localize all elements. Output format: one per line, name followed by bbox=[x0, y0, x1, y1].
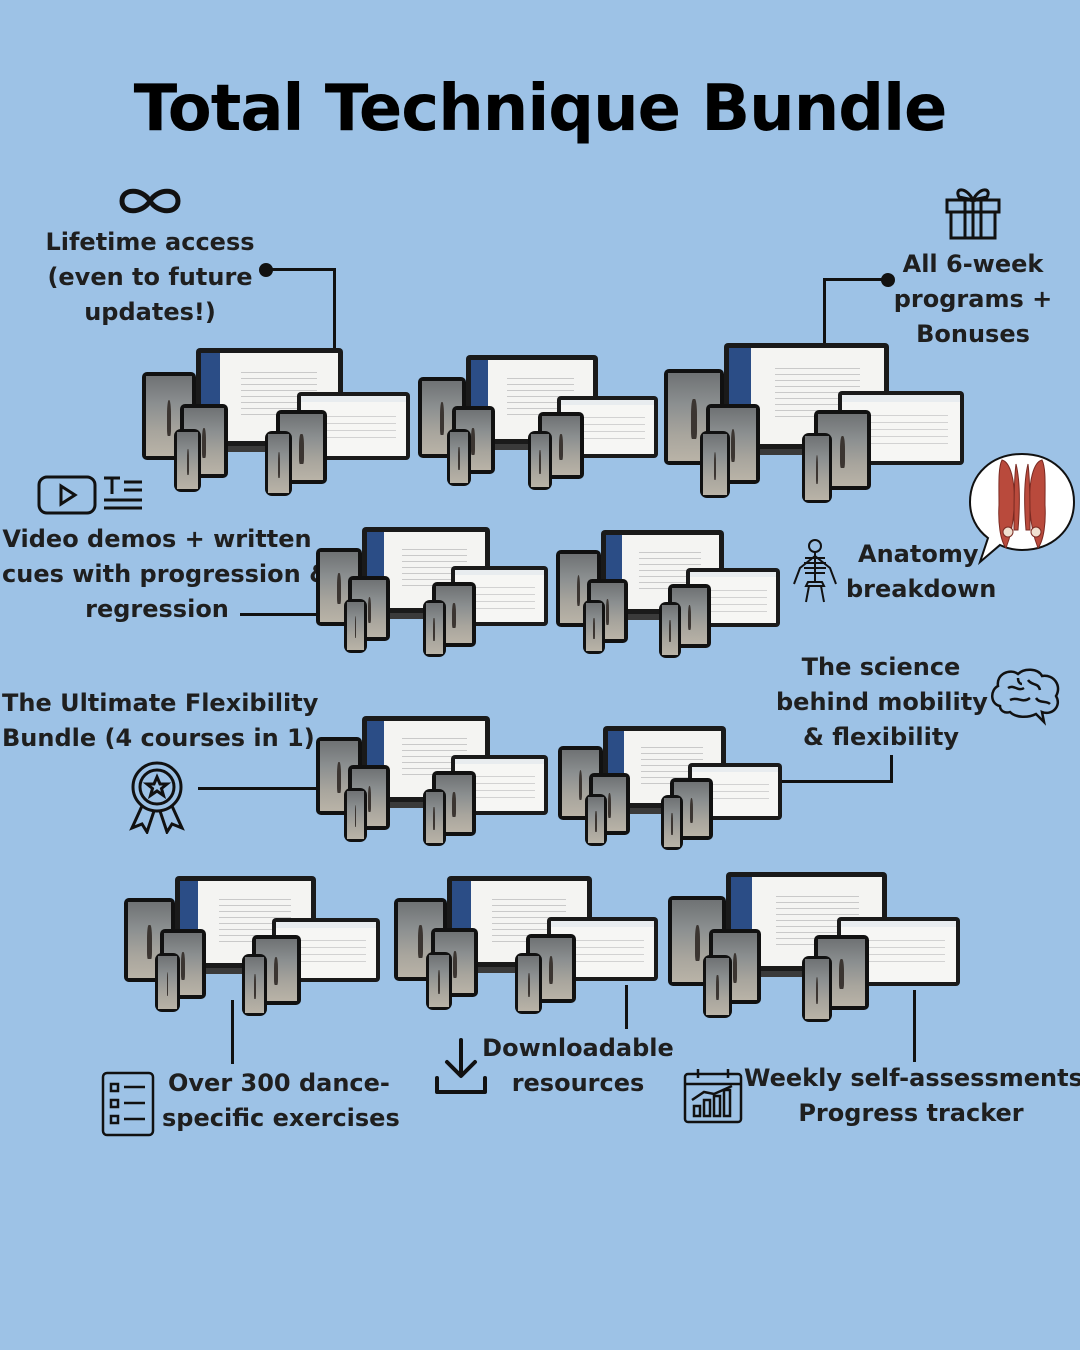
feature-line: specific exercises bbox=[162, 1104, 400, 1132]
feature-lifetime-access: Lifetime access (even to future updates!… bbox=[20, 225, 280, 330]
page-title: Total Technique Bundle bbox=[133, 72, 948, 146]
device-mockup-group bbox=[394, 876, 658, 1014]
feature-line: Progress tracker bbox=[798, 1099, 1024, 1127]
connector-line bbox=[823, 278, 885, 281]
feature-line: Bundle (4 courses in 1) bbox=[2, 724, 315, 752]
device-mockup-group bbox=[556, 530, 780, 658]
feature-line: (even to future bbox=[47, 263, 253, 291]
skeleton-icon bbox=[793, 539, 837, 603]
device-mockup-group bbox=[418, 355, 658, 490]
feature-line: resources bbox=[511, 1069, 645, 1097]
phone-screen bbox=[154, 953, 181, 1012]
phone-screen bbox=[422, 599, 446, 657]
phone-screen bbox=[422, 788, 446, 846]
feature-line: updates!) bbox=[84, 298, 216, 326]
connector-dot bbox=[881, 273, 895, 287]
feature-line: Bonuses bbox=[916, 320, 1030, 348]
feature-line: Over 300 dance- bbox=[168, 1069, 390, 1097]
feature-line: regression bbox=[85, 595, 229, 623]
feature-line: programs + bbox=[893, 285, 1053, 313]
phone-screen bbox=[528, 430, 553, 490]
device-mockup-group bbox=[668, 872, 960, 1022]
phone-screen bbox=[584, 794, 608, 847]
feature-line: Anatomy bbox=[858, 540, 979, 568]
feature-all-programs: All 6-week programs + Bonuses bbox=[873, 247, 1073, 352]
brain-icon bbox=[991, 668, 1060, 726]
phone-screen bbox=[802, 432, 832, 503]
feature-flexibility-bundle: The Ultimate Flexibility Bundle (4 cours… bbox=[2, 686, 319, 756]
feature-exercises: Over 300 dance- specific exercises bbox=[162, 1066, 402, 1136]
phone-screen bbox=[582, 600, 606, 655]
feature-anatomy: Anatomy breakdown bbox=[846, 537, 996, 607]
connector-line bbox=[776, 780, 893, 783]
feature-line: All 6-week bbox=[902, 250, 1044, 278]
device-mockup-group bbox=[664, 343, 964, 503]
device-mockup-group bbox=[316, 527, 548, 657]
phone-screen bbox=[661, 795, 684, 850]
device-mockup-group bbox=[316, 716, 548, 846]
gift-icon bbox=[945, 188, 1001, 240]
connector-line bbox=[823, 278, 826, 348]
feature-science: The science behind mobility & flexibilit… bbox=[776, 650, 988, 755]
feature-line: Weekly self-assessments + bbox=[744, 1064, 1080, 1092]
calendar-chart-icon bbox=[683, 1069, 743, 1124]
phone-screen bbox=[659, 601, 682, 658]
feature-line: Lifetime access bbox=[45, 228, 255, 256]
checklist-icon bbox=[101, 1071, 155, 1137]
connector-line bbox=[890, 755, 893, 783]
download-icon bbox=[435, 1038, 487, 1094]
connector-line bbox=[266, 268, 336, 271]
award-ribbon-icon bbox=[129, 761, 185, 834]
phone-screen bbox=[241, 954, 268, 1016]
phone-screen bbox=[446, 429, 471, 486]
video-text-icon bbox=[37, 475, 142, 515]
phone-screen bbox=[515, 953, 542, 1014]
muscle-diagram-icon bbox=[968, 452, 1076, 566]
phone-screen bbox=[425, 951, 453, 1010]
feature-line: Downloadable bbox=[482, 1034, 674, 1062]
feature-video-demos: Video demos + written cues with progress… bbox=[2, 522, 330, 627]
phone-screen bbox=[174, 429, 201, 492]
feature-line: & flexibility bbox=[802, 723, 960, 751]
device-mockup-group bbox=[558, 726, 782, 850]
phone-screen bbox=[343, 787, 368, 843]
feature-line: behind mobility bbox=[776, 688, 988, 716]
connector-line bbox=[913, 990, 916, 1062]
phone-screen bbox=[703, 954, 733, 1018]
connector-line bbox=[625, 985, 628, 1029]
phone-screen bbox=[700, 431, 730, 499]
connector-line bbox=[231, 1000, 234, 1064]
feature-line: The Ultimate Flexibility bbox=[2, 689, 319, 717]
device-mockup-group bbox=[124, 876, 380, 1016]
phone-screen bbox=[265, 430, 293, 496]
feature-downloads: Downloadable resources bbox=[478, 1031, 678, 1101]
connector-line bbox=[333, 268, 336, 388]
device-mockup-group bbox=[142, 348, 410, 496]
phone-screen bbox=[802, 956, 832, 1022]
feature-line: The science bbox=[801, 653, 961, 681]
connector-line bbox=[198, 787, 316, 790]
connector-line bbox=[240, 613, 316, 616]
feature-weekly-assessments: Weekly self-assessments + Progress track… bbox=[744, 1061, 1080, 1131]
phone-screen bbox=[343, 598, 368, 654]
feature-line: cues with progression & bbox=[2, 560, 330, 588]
feature-line: Video demos + written bbox=[2, 525, 312, 553]
infinity-icon bbox=[119, 188, 181, 214]
feature-line: breakdown bbox=[846, 575, 997, 603]
